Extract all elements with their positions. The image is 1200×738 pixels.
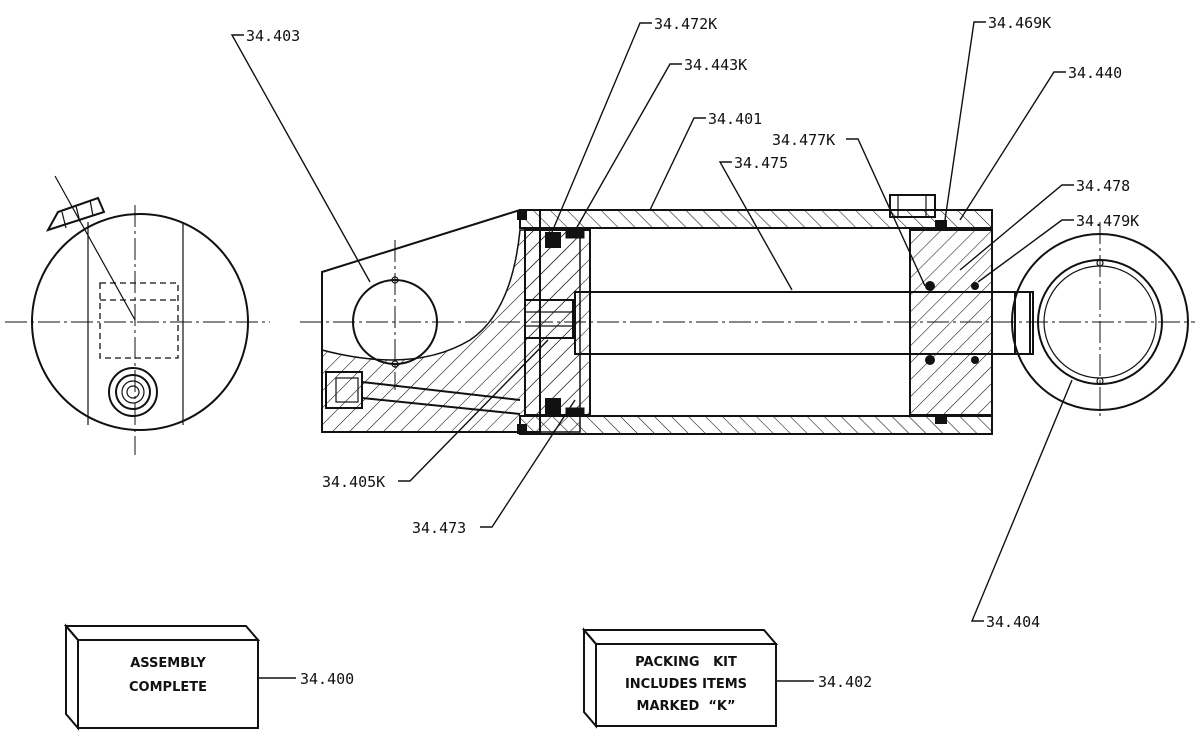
packing-box-line1: PACKING KIT <box>635 655 737 670</box>
packing-kit-box: PACKING KIT INCLUDES ITEMS MARKED “K” <box>581 627 779 729</box>
callout-34-472k: 34.472K <box>654 15 717 33</box>
callout-34-400: 34.400 <box>300 670 354 688</box>
callout-34-477k: 34.477K <box>772 131 835 149</box>
assembly-box-line2: COMPLETE <box>129 680 207 695</box>
end-view <box>5 175 270 455</box>
callout-34-443k: 34.443K <box>684 56 747 74</box>
leader-lines <box>230 21 1074 682</box>
callout-34-469k: 34.469K <box>988 14 1051 32</box>
packing-box-line3: MARKED “K” <box>637 699 736 714</box>
cylinder-section <box>300 194 1195 435</box>
callout-34-475: 34.475 <box>734 154 788 172</box>
assembly-box-line1: ASSEMBLY <box>130 656 206 671</box>
assembly-complete-box: ASSEMBLY COMPLETE <box>63 623 261 731</box>
callout-34-478: 34.478 <box>1076 177 1130 195</box>
callout-34-405k: 34.405K <box>322 473 385 491</box>
callout-34-403: 34.403 <box>246 27 300 45</box>
callout-34-479k: 34.479K <box>1076 212 1139 230</box>
callout-34-402: 34.402 <box>818 673 872 691</box>
callout-34-440: 34.440 <box>1068 64 1122 82</box>
packing-box-line2: INCLUDES ITEMS <box>625 677 747 692</box>
callout-34-401: 34.401 <box>708 110 762 128</box>
callout-34-404: 34.404 <box>986 613 1040 631</box>
callout-34-473: 34.473 <box>412 519 466 537</box>
